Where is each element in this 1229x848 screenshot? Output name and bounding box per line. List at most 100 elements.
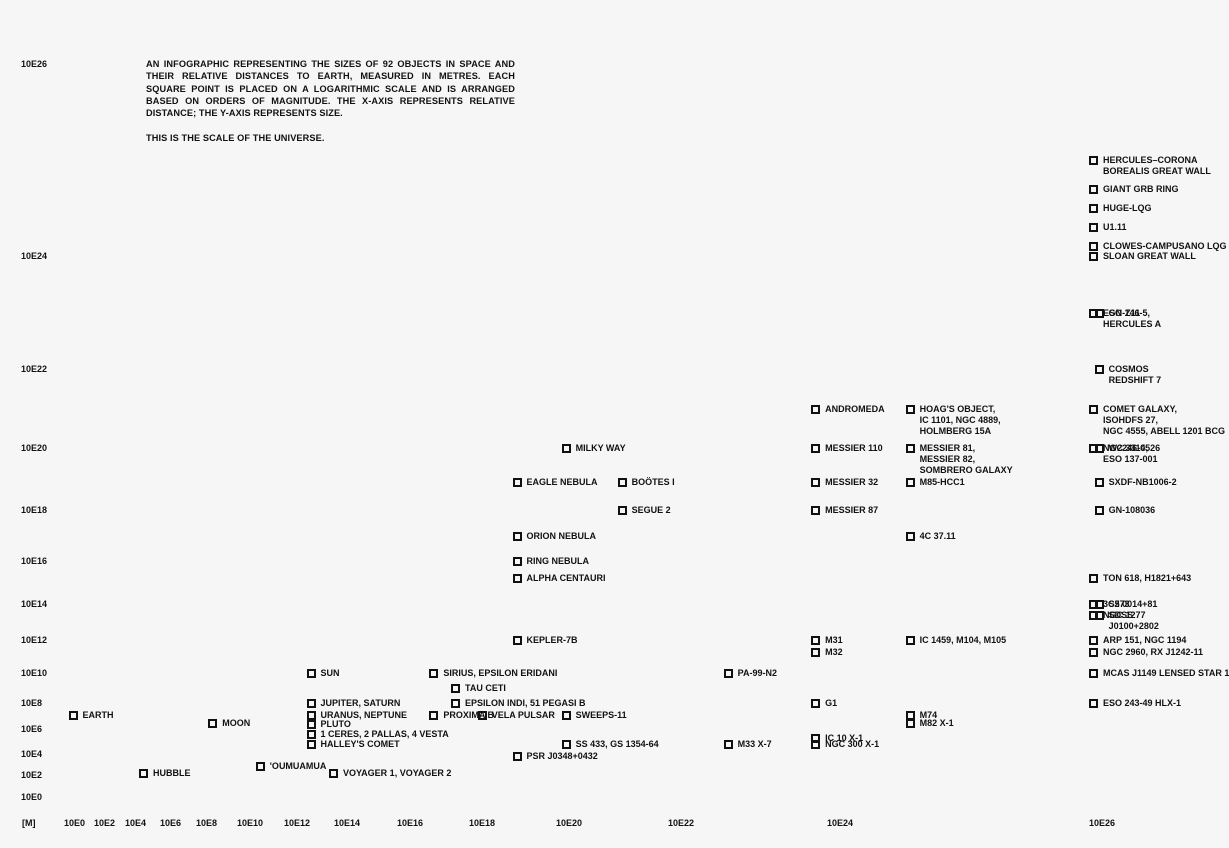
point-label: MESSIER 110 <box>825 443 883 453</box>
data-point: HOAG'S OBJECT, IC 1101, NGC 4889, HOLMBE… <box>905 404 1001 437</box>
square-marker <box>1094 308 1104 318</box>
data-point: HERCULES–CORONA BOREALIS GREAT WALL <box>1089 155 1211 177</box>
x-tick-label: 10E0 <box>64 818 86 828</box>
point-label: 'OUMUAMUA <box>269 760 327 771</box>
point-label: NGC 2960, RX J1242-11 <box>1103 646 1204 657</box>
data-point: NGC 300 X-1 <box>811 739 879 750</box>
square-marker <box>1094 444 1104 453</box>
data-point: M31 <box>811 635 843 646</box>
y-tick-label: 10E24 <box>21 251 48 261</box>
square-marker <box>139 768 148 778</box>
data-point: G1 <box>811 698 837 709</box>
x-tick-label: 10E20 <box>556 818 583 828</box>
data-point: MILKY WAY <box>561 443 626 454</box>
y-tick-label: 10E14 <box>21 599 48 609</box>
square-marker <box>905 718 915 728</box>
x-tick-label: 10E6 <box>160 818 182 828</box>
data-point: PA-99-N2 <box>723 668 777 679</box>
data-point: ARP 151, NGC 1194 <box>1089 635 1186 646</box>
x-tick-label: 10E2 <box>94 818 116 828</box>
square-marker <box>1089 242 1098 252</box>
data-point: SS 433, GS 1354-64 <box>561 739 659 750</box>
square-marker <box>811 444 821 453</box>
square-marker <box>1089 444 1098 453</box>
x-tick-label: 10E12 <box>284 818 311 828</box>
square-marker <box>306 719 316 729</box>
point-label: MESSIER 32 <box>825 477 879 488</box>
point-label: 4C 37.11 <box>919 530 956 541</box>
square-marker <box>512 574 522 584</box>
y-tick-label: 10E22 <box>21 364 48 374</box>
description-tagline: THIS IS THE SCALE OF THE UNIVERSE. <box>146 133 325 144</box>
point-label: PLUTO <box>320 718 351 729</box>
data-point: EAGLE NEBULA <box>512 477 598 488</box>
point-label: EAGLE NEBULA <box>526 477 598 488</box>
point-label: EPSILON INDI, 51 PEGASI B <box>465 698 586 708</box>
point-label: TON 618, H1821+643 <box>1103 573 1192 584</box>
data-point: TON 618, H1821+643 <box>1089 573 1191 584</box>
point-label: M32 <box>825 646 843 657</box>
infographic-chart: AN INFOGRAPHIC REPRESENTING THE SIZES OF… <box>21 58 1229 828</box>
square-marker <box>1089 404 1098 414</box>
point-label: G1 <box>825 698 838 708</box>
point-label: VOYAGER 1, VOYAGER 2 <box>343 767 452 778</box>
square-marker <box>1089 308 1098 318</box>
square-marker <box>1089 647 1098 657</box>
square-marker <box>811 740 821 749</box>
data-point: PROXIMA B <box>429 710 494 721</box>
data-point: PLUTO <box>306 718 351 730</box>
data-point: M85-HCC1 <box>905 477 965 488</box>
point-label: COMET GALAXY, ISOHDFS 27, NGC 4555, ABEL… <box>1103 403 1226 436</box>
point-label: SUN <box>320 668 340 678</box>
data-point: ESO 146-5, HERCULES A <box>1089 308 1161 330</box>
point-label: M85-HCC1 <box>919 477 965 488</box>
square-marker <box>306 699 316 708</box>
x-tick-label: 10E8 <box>196 818 218 828</box>
data-point: GN-108036 <box>1094 505 1156 516</box>
y-tick-label: 10E10 <box>21 668 48 678</box>
y-tick-label: 10E26 <box>21 59 48 69</box>
square-marker <box>905 444 915 453</box>
square-marker <box>306 730 316 739</box>
square-marker <box>811 647 821 657</box>
square-marker <box>1089 204 1098 213</box>
square-marker <box>208 718 218 728</box>
point-label: IC 1459, M104, M105 <box>919 635 1007 645</box>
point-label: GN-Z11 <box>1108 307 1141 318</box>
point-label: GN-108036 <box>1108 505 1156 515</box>
data-point: EPSILON INDI, 51 PEGASI B <box>451 698 586 709</box>
unit-label: [M] <box>22 818 36 828</box>
point-label: NGC 1277 <box>1103 609 1146 620</box>
description: AN INFOGRAPHIC REPRESENTING THE SIZES OF… <box>146 58 515 158</box>
square-marker <box>512 478 522 488</box>
data-point: VELA PULSAR <box>477 710 555 721</box>
square-marker <box>723 740 733 749</box>
point-label: PA-99-N2 <box>737 668 777 678</box>
square-marker <box>561 710 571 720</box>
square-marker <box>306 740 316 749</box>
data-point: M82 X-1 <box>905 718 954 729</box>
data-point: S5 0014+81 <box>1094 599 1157 610</box>
data-point: HALLEY'S COMET <box>306 739 400 750</box>
y-tick-label: 10E0 <box>21 792 43 802</box>
point-label: RING NEBULA <box>526 556 590 566</box>
square-marker <box>68 710 78 720</box>
data-point: M32 <box>811 647 843 658</box>
data-point: URANUS, NEPTUNE <box>306 710 407 721</box>
data-point: MESSIER 87 <box>811 505 878 516</box>
square-marker <box>1094 478 1104 488</box>
data-point: GIANT GRB RING <box>1089 184 1179 195</box>
data-point: U1.11 <box>1089 222 1127 233</box>
data-point: NGC 2960, RX J1242-11 <box>1089 647 1203 658</box>
point-label: MCAS J1149 LENSED STAR 1 <box>1103 668 1229 678</box>
data-point: IC 1459, M104, M105 <box>905 635 1007 646</box>
point-label: MOON <box>222 717 251 728</box>
data-point: NGC 3314, ESO 137-001 <box>1089 443 1158 465</box>
point-label: SXDF-NB1006-2 <box>1108 477 1177 488</box>
square-marker <box>561 444 571 453</box>
square-marker <box>306 669 316 678</box>
point-label: PSR J0348+0432 <box>526 751 598 762</box>
data-point: SEGUE 2 <box>617 505 671 516</box>
square-marker <box>329 768 338 778</box>
square-marker <box>255 761 265 771</box>
